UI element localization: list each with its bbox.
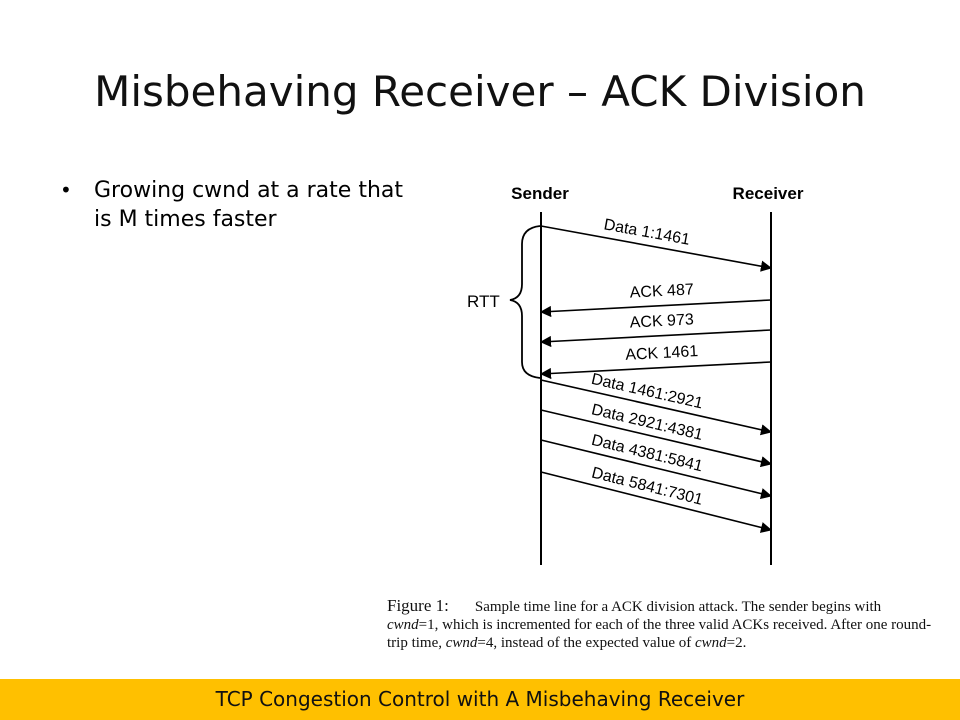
message-label: Data 1:1461 xyxy=(602,216,691,248)
message-label: ACK 487 xyxy=(629,281,694,301)
message-arrow xyxy=(540,471,773,533)
message-label: ACK 1461 xyxy=(625,343,699,364)
message-arrow xyxy=(539,329,772,348)
bullet-list: • Growing cwnd at a rate that is M times… xyxy=(60,176,420,234)
caption-cwnd-1: cwnd xyxy=(387,617,419,633)
caption-text-4: =2. xyxy=(726,635,747,651)
caption-text-3: =4, instead of the expected value of xyxy=(477,635,695,651)
message-arrow xyxy=(540,439,773,500)
caption-text-1: Sample time line for a ACK division atta… xyxy=(474,599,882,615)
figure-caption: Figure 1: Sample time line for a ACK divi… xyxy=(387,597,935,652)
rtt-label: RTT xyxy=(467,292,500,311)
caption-cwnd-2: cwnd xyxy=(445,635,478,651)
message-arrow xyxy=(540,409,773,468)
bullet-item: • Growing cwnd at a rate that is M times… xyxy=(60,176,420,234)
sender-label: Sender xyxy=(511,184,569,203)
footer-bar: TCP Congestion Control with A Misbehavin… xyxy=(0,679,960,720)
caption-label: Figure 1: xyxy=(387,596,449,615)
message-label: ACK 973 xyxy=(629,311,694,331)
rtt-brace xyxy=(509,225,541,379)
footer-text: TCP Congestion Control with A Misbehavin… xyxy=(215,687,745,711)
caption-text-2: =1, which is incremented for each of the… xyxy=(387,617,932,651)
message-arrow xyxy=(539,299,772,318)
receiver-label: Receiver xyxy=(733,184,804,203)
slide-title: Misbehaving Receiver – ACK Division xyxy=(94,67,866,116)
message-arrow xyxy=(540,379,773,436)
bullet-dot-icon: • xyxy=(60,178,72,202)
caption-cwnd-3: cwnd xyxy=(694,635,727,651)
message-arrow xyxy=(540,225,773,272)
message-arrow xyxy=(539,361,772,380)
bullet-text: Growing cwnd at a rate that is M times f… xyxy=(94,178,403,232)
